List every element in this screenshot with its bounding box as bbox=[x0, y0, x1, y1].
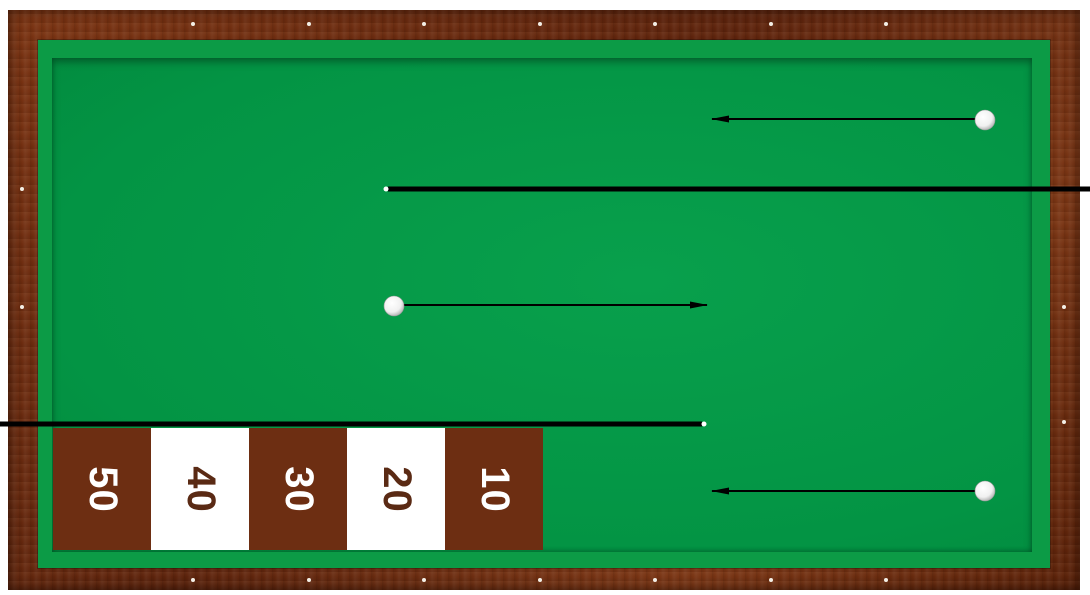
boundary-end-marker bbox=[702, 422, 707, 427]
cue-ball-bottom[interactable] bbox=[975, 481, 995, 501]
cue-ball-top[interactable] bbox=[975, 110, 995, 130]
cue-ball-middle[interactable] bbox=[384, 296, 404, 316]
boundary-end-marker bbox=[384, 187, 389, 192]
